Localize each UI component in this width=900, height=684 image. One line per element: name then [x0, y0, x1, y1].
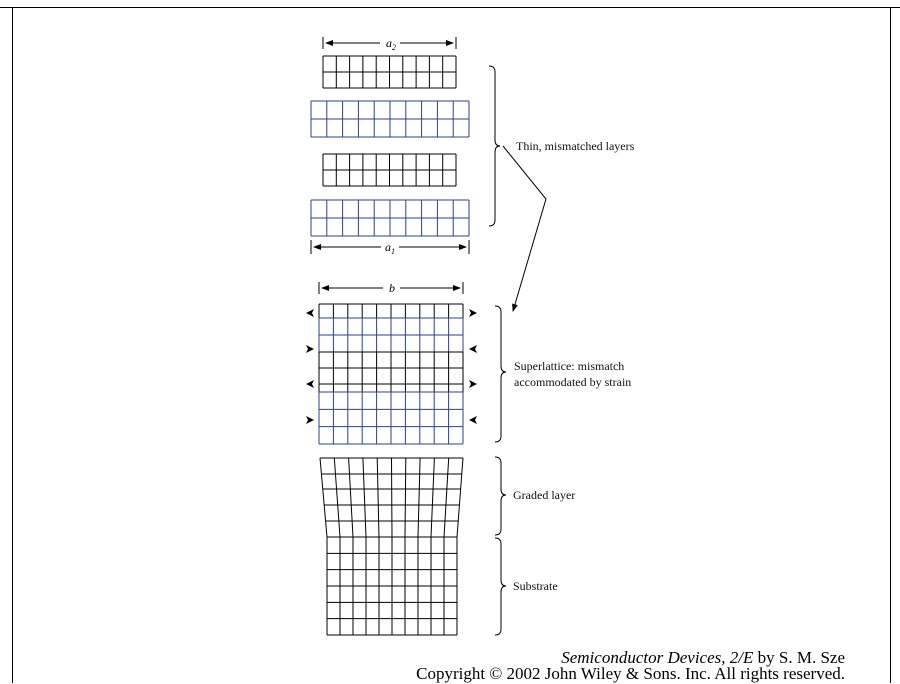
label-b: b: [389, 281, 395, 295]
graded-line: [404, 457, 407, 538]
book-title: Semiconductor Devices, 2/E: [561, 648, 754, 667]
strain-arrow-right: [469, 380, 477, 388]
frame-right-border: [890, 7, 891, 683]
dimension-b: [318, 282, 464, 294]
strain-arrow-left: [306, 380, 314, 388]
label-superlattice: Superlattice: mismatch accommodated by s…: [514, 358, 631, 390]
strain-arrows: [306, 309, 477, 424]
strain-arrow-right: [469, 416, 477, 424]
label-superlattice-line2: accommodated by strain: [514, 375, 632, 389]
thin-layer-3: [322, 153, 457, 187]
graded-line: [443, 457, 450, 538]
graded-line: [376, 457, 380, 538]
dimension-a2: [322, 37, 457, 49]
caption-copyright: Copyright © 2002 John Wiley & Sons. Inc.…: [416, 664, 845, 683]
dimension-a1: [310, 240, 470, 254]
graded-line: [456, 457, 464, 538]
brace-superlattice: [494, 305, 507, 443]
label-a1: a1: [385, 240, 395, 256]
strain-arrow-left: [306, 309, 314, 317]
strain-arrow-left: [306, 345, 314, 353]
brace-substrate: [494, 537, 507, 636]
caption-line1: Semiconductor Devices, 2/E by S. M. Sze: [561, 648, 845, 668]
graded-line: [391, 457, 393, 538]
graded-line: [348, 457, 354, 538]
strain-arrow-left: [306, 416, 314, 424]
label-a2: a2: [386, 36, 396, 52]
brace-graded: [494, 456, 507, 536]
superlattice-stack: [318, 303, 464, 445]
graded-line: [319, 457, 328, 538]
strain-arrow-right: [469, 309, 477, 317]
graded-line: [430, 457, 435, 538]
label-thin-mismatched-layers: Thin, mismatched layers: [516, 139, 635, 153]
graded-line: [333, 457, 341, 538]
thin-layer-2: [310, 100, 470, 138]
thin-layer-1: [322, 55, 457, 89]
label-superlattice-line1: Superlattice: mismatch: [514, 359, 625, 373]
frame-left-border: [12, 7, 13, 683]
label-substrate: Substrate: [513, 579, 558, 593]
graded-layer: [319, 457, 464, 538]
brace-thin-layers: [488, 65, 501, 227]
transition-arrow: [502, 145, 547, 312]
label-graded-layer: Graded layer: [513, 488, 576, 502]
graded-line: [417, 457, 421, 538]
thin-layer-4: [310, 199, 470, 237]
strain-arrow-right: [469, 345, 477, 353]
book-author: by S. M. Sze: [753, 648, 845, 667]
substrate: [326, 536, 458, 636]
graded-line: [362, 457, 367, 538]
frame-top-border: [0, 7, 900, 8]
